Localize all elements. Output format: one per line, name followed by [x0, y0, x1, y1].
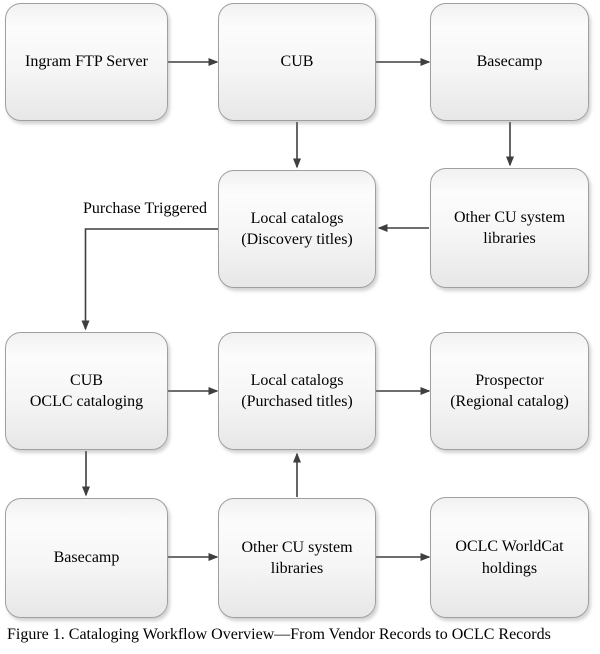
node-label: CUB — [280, 53, 314, 71]
node-label: Prospector (Regional catalog) — [450, 371, 569, 410]
node-label: Local catalogs (Purchased titles) — [241, 371, 353, 410]
node-label: Ingram FTP Server — [25, 53, 148, 71]
node-label: OCLC WorldCat holdings — [455, 538, 564, 577]
node-cub: CUB — [218, 3, 376, 121]
node-oclc-worldcat-holdings: OCLC WorldCat holdings — [430, 497, 589, 618]
node-local-catalogs-discovery: Local catalogs (Discovery titles) — [218, 170, 376, 288]
edge-purchase-triggered-to-cub-oclc — [81, 228, 218, 331]
node-label: Basecamp — [53, 549, 120, 567]
node-ingram-ftp-server: Ingram FTP Server — [5, 3, 168, 121]
node-label: CUB OCLC cataloging — [29, 371, 144, 410]
purchase-triggered-label: Purchase Triggered — [83, 200, 207, 217]
node-cub-oclc-cataloging: CUB OCLC cataloging — [5, 332, 168, 450]
node-basecamp-top: Basecamp — [430, 3, 589, 121]
node-local-catalogs-purchased: Local catalogs (Purchased titles) — [218, 332, 376, 450]
node-other-cu-system-libraries-bottom: Other CU system libraries — [218, 498, 376, 618]
node-prospector-regional-catalog: Prospector (Regional catalog) — [430, 332, 589, 450]
node-label: Local catalogs (Discovery titles) — [241, 209, 353, 248]
node-label: Other CU system libraries — [241, 538, 353, 577]
node-basecamp-bottom: Basecamp — [5, 498, 168, 618]
figure-caption: Figure 1. Cataloging Workflow Overview—F… — [7, 626, 551, 643]
node-other-cu-system-libraries-top: Other CU system libraries — [430, 168, 589, 288]
node-label: Basecamp — [476, 53, 543, 71]
node-label: Other CU system libraries — [453, 208, 566, 247]
